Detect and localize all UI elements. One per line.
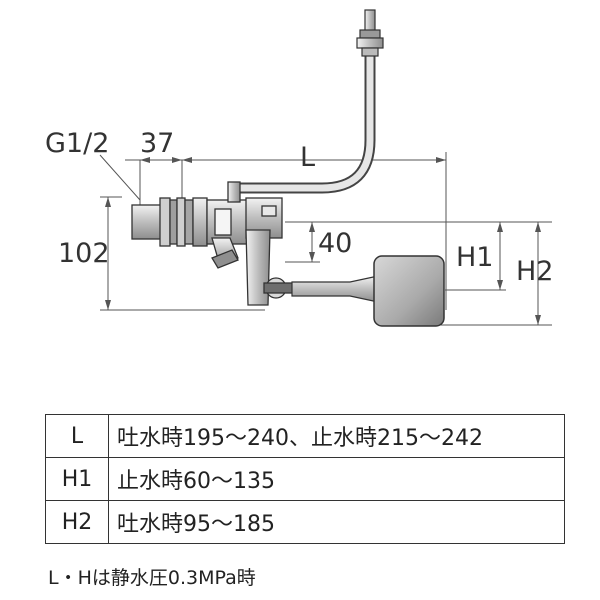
table-row: H2 吐水時95～185 <box>45 500 565 544</box>
row-key: H1 <box>45 457 109 501</box>
dimension-arrowheads <box>105 157 541 325</box>
ball-tap-dimension-diagram: G1/2 37 L 102 40 H1 H2 <box>45 9 553 327</box>
row-value: 吐水時195～240、止水時215～242 <box>108 414 565 458</box>
dimension-spec-table: L 吐水時195～240、止水時215～242 H1 止水時60～135 H2 … <box>45 414 565 544</box>
float-arm <box>291 275 379 303</box>
label-height-102: 102 <box>58 238 110 269</box>
label-thread-size: G1/2 <box>45 128 109 159</box>
row-value: 止水時60～135 <box>108 457 565 501</box>
label-offset-37: 37 <box>140 128 174 159</box>
footnote: L・Hは静水圧0.3MPa時 <box>48 567 256 589</box>
table-row: H1 止水時60～135 <box>45 457 565 501</box>
pipe-top-fitting <box>356 9 384 57</box>
row-key: L <box>45 414 109 458</box>
lever-housing <box>245 197 295 306</box>
valve-body <box>131 181 248 269</box>
label-length-l: L <box>300 142 315 173</box>
table-row: L 吐水時195～240、止水時215～242 <box>45 414 565 458</box>
row-key: H2 <box>45 500 109 544</box>
label-arm-offset-40: 40 <box>318 228 352 259</box>
label-h2: H2 <box>516 256 553 287</box>
row-value: 吐水時95～185 <box>108 500 565 544</box>
label-h1: H1 <box>456 242 493 273</box>
float-ball <box>373 255 445 327</box>
